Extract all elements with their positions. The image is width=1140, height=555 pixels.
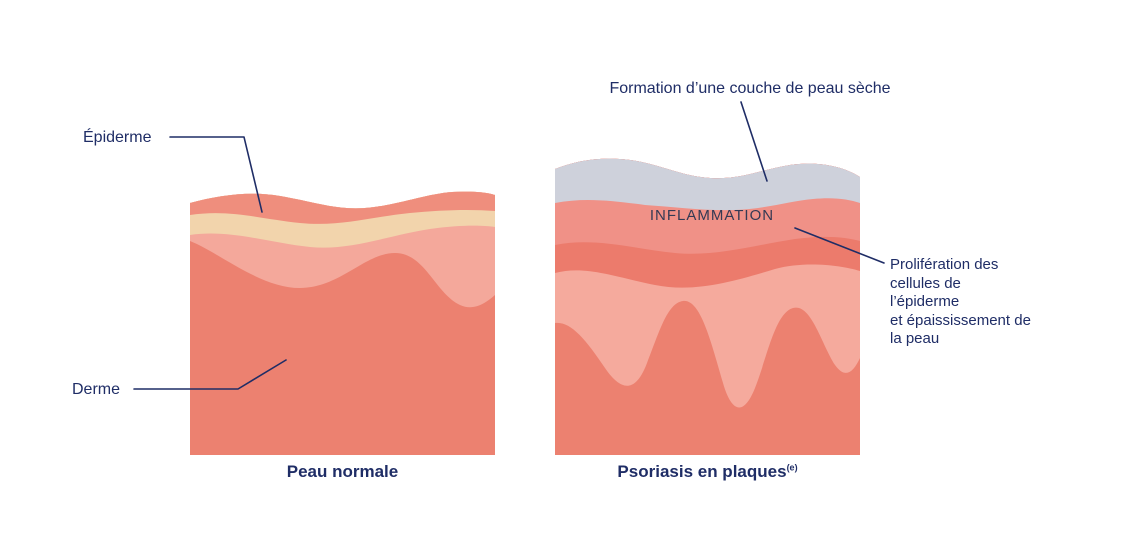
psoriasis-caption: Psoriasis en plaques(e) <box>555 462 860 482</box>
proliferation-label-line: la peau <box>890 330 940 347</box>
normal-skin-illustration <box>190 191 495 455</box>
psoriasis-skin-illustration <box>555 158 860 455</box>
psoriasis-caption-superscript: (e) <box>786 462 798 473</box>
dermis-label: Derme <box>72 381 121 398</box>
dry-skin-label: Formation d’une couche de peau sèche <box>609 80 891 97</box>
proliferation-label: Prolifération des cellules de l’épiderme… <box>890 256 1080 349</box>
proliferation-label-line: l’épiderme <box>890 293 960 310</box>
psoriasis-caption-text: Psoriasis en plaques <box>617 462 787 481</box>
epidermis-label: Épiderme <box>83 129 152 146</box>
normal-skin-caption: Peau normale <box>286 462 399 481</box>
proliferation-label-line: Prolifération des <box>890 256 999 273</box>
proliferation-label-line: et épaississement de <box>890 311 1031 329</box>
proliferation-label-line: cellules de <box>890 274 961 292</box>
inflammation-label: INFLAMMATION <box>649 207 775 224</box>
